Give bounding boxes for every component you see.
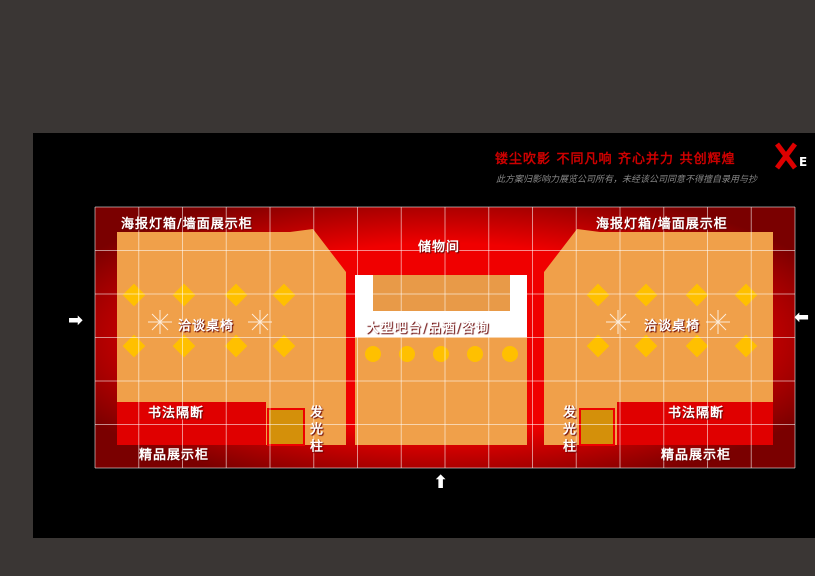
label-bar: 大型吧台/品酒/咨询 bbox=[366, 321, 490, 336]
entrance-arrow-left-icon: ➡ bbox=[68, 310, 84, 331]
calligraphy-partition-left bbox=[117, 402, 266, 445]
label-showcase-left: 精品展示柜 bbox=[139, 448, 210, 463]
label-meeting-left: 洽谈桌椅 bbox=[178, 319, 235, 334]
grid-lines bbox=[94, 206, 796, 469]
label-meeting-right: 洽谈桌椅 bbox=[644, 319, 701, 334]
lamp-icons bbox=[148, 310, 730, 334]
calligraphy-partition-right bbox=[617, 402, 773, 445]
entrance-arrow-right-icon: ⬅ bbox=[794, 307, 810, 328]
label-calligraphy-left: 书法隔断 bbox=[148, 406, 205, 421]
company-logo: E bbox=[775, 142, 807, 170]
label-poster-right: 海报灯箱/墙面展示柜 bbox=[596, 217, 728, 232]
light-pillar-left bbox=[267, 408, 305, 446]
copyright-notice: 此方案归影响力展览公司所有，未经该公司同意不得擅自录用与抄 bbox=[496, 175, 758, 185]
svg-text:E: E bbox=[799, 155, 807, 169]
slogan: 镂尘吹影 不同凡响 齐心并力 共创辉煌 bbox=[495, 152, 736, 167]
bar-inner bbox=[373, 275, 510, 311]
label-storage: 储物间 bbox=[418, 240, 461, 255]
label-poster-left: 海报灯箱/墙面展示柜 bbox=[121, 217, 253, 232]
entrance-arrow-bottom-icon: ⬆ bbox=[433, 472, 449, 493]
label-showcase-right: 精品展示柜 bbox=[661, 448, 732, 463]
label-light-pillar-right: 发光柱 bbox=[560, 405, 575, 456]
light-pillar-right bbox=[579, 408, 615, 446]
label-light-pillar-left: 发光柱 bbox=[307, 405, 322, 456]
label-calligraphy-right: 书法隔断 bbox=[668, 406, 725, 421]
